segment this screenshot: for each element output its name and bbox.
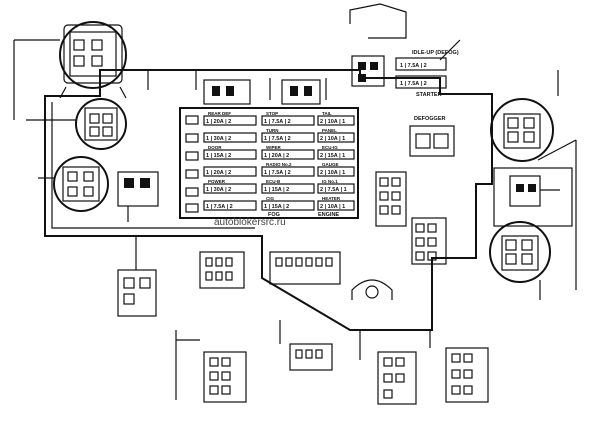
watermark-text: autoblokersrc.ru [214,217,286,228]
fuse-rating: 2 | 15A | 1 [320,153,345,159]
fuse-name: GAUGE [322,162,339,167]
fuse-slot [261,200,315,211]
fuse-slot [203,132,257,143]
relay-block-top-right: 1 | 7.5A | 2 IDLE-UP (DEFOG) 1 | 7.5A | … [349,3,459,98]
fuse-name: CIG [266,196,275,201]
fuse-rating: 1 | 7.5A | 2 [264,170,291,176]
fuse-rating: 2 | 10A | 1 [320,204,345,210]
relay-starter-rating: 1 | 7.5A | 2 [400,81,427,87]
round-connector-right-bottom [489,221,551,283]
fuse-name: IG No.1 [322,179,338,184]
fuse-slot [261,115,315,126]
fuse-name: TAIL [322,111,332,116]
fuse-slot [317,149,355,160]
fuse-slot [261,149,315,160]
fuse-name: WIPER [266,145,282,150]
fuse-name: ECU-B [266,179,281,184]
fuse-name: PANEL [322,128,337,133]
fuse-slot [203,115,257,126]
round-connector-right-top [490,98,554,162]
relay-idle-up-label: IDLE-UP (DEFOG) [412,50,459,56]
mounting-hole-bottom [351,279,393,300]
fuse-name: RADIO No.2 [266,162,292,167]
fuse-rating: 1 | 7.5A | 2 [264,136,291,142]
fuse-rows: 1 | 20A | 2 REAR DEF 1 | 7.5A | 2 STOP 2 | 1… [203,111,355,211]
fuse-name: TURN [266,128,279,133]
fuse-name: ECU-IG [322,145,338,150]
fuse-rating: 1 | 15A | 2 [206,153,231,159]
fuse-rating: 2 | 10A | 1 [320,136,345,142]
fuse-name: POWER [208,179,226,184]
circuit-breaker-defogger: DEFOGGER [409,116,455,157]
relay-socket-left [117,171,159,222]
fuse-slot [317,132,355,143]
connector-right-mid-2 [411,217,447,265]
fuse-rating: 1 | 30A | 2 [206,187,231,193]
fuse-name: HEATER [322,196,341,201]
connector-bottom-center [289,343,333,371]
fuse-rating: 2 | 10A | 1 [320,119,345,125]
round-connector-left-1 [75,98,127,150]
fuse-name: STOP [266,111,278,116]
connector-right-mid-1 [375,171,407,227]
fuse-rating: 1 | 15A | 2 [264,187,289,193]
fuse-slot [317,166,355,177]
connector-bottom-right-1 [377,351,417,405]
fuse-slot [317,183,355,194]
fuse-label-fog: FOG [268,212,280,218]
connector-lower-left [117,236,157,317]
fuse-slot [317,200,355,211]
fuse-slot [203,149,257,160]
fuse-rating: 1 | 7.5A | 2 [206,204,233,210]
fuse-box-housing [44,69,493,331]
fuse-rating: 1 | 20A | 2 [206,119,231,125]
fuse-label-engine: ENGINE [318,212,339,218]
relay-idle-up-rating: 1 | 7.5A | 2 [400,63,427,69]
fuse-rating: 1 | 7.5A | 2 [264,119,291,125]
fuse-rating: 2 | 10A | 1 [320,170,345,176]
right-bracket [493,167,573,227]
fuse-rating: 1 | 15A | 2 [264,204,289,210]
circuit-breaker-label: DEFOGGER [414,116,446,122]
fuse-slot [261,183,315,194]
fuse-name: DOOR [208,145,222,150]
relay-starter-label: STARTER [416,92,442,98]
relay-socket-top-1 [203,79,251,105]
fuse-slot [203,166,257,177]
fuse-slot [203,200,257,211]
fuse-slot [203,183,257,194]
connector-bottom-2 [269,251,341,285]
fuse-slot [261,132,315,143]
fuse-rating: 1 | 20A | 2 [264,153,289,159]
connector-bottom-right-2 [445,347,489,403]
fuse-slot [261,166,315,177]
round-connector-top-left [59,21,127,99]
fuse-panel [179,107,359,219]
relay-socket-top-2 [281,79,321,105]
fuse-rating: 2 | 7.5A | 1 [320,187,347,193]
round-connector-left-2 [53,156,109,212]
fuse-slot [317,115,355,126]
fuse-name: REAR DEF [208,111,231,116]
fuse-rating: 1 | 30A | 2 [206,136,231,142]
connector-bottom-1 [199,251,245,289]
leader-lines [13,39,577,400]
connector-bottom-left [203,351,247,403]
fuse-rating: 1 | 20A | 2 [206,170,231,176]
